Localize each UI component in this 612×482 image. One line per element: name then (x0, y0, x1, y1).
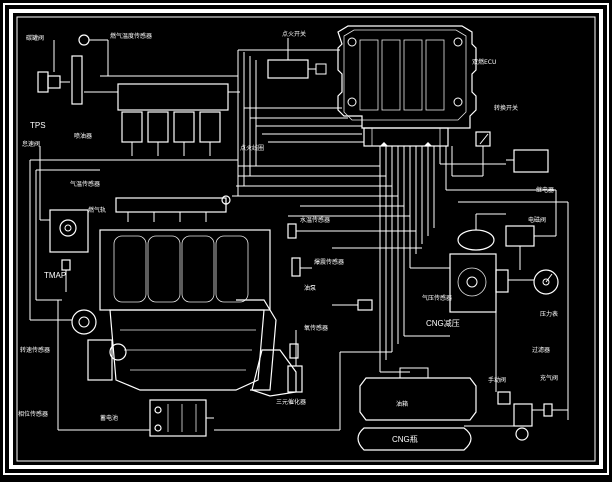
top-fuel-rail (84, 83, 240, 156)
charge-valve-label: 充气阀 (540, 374, 558, 382)
gas-pressure-sensor-label: 气压传感器 (422, 294, 452, 302)
inner-frame (9, 9, 603, 469)
fuel-pump-symbol (332, 299, 373, 311)
cng-reducer-label: CNG减压 (426, 318, 460, 328)
gas-sensor-top-symbol (78, 34, 108, 46)
phase-sensor-label: 相位传感器 (18, 410, 48, 418)
pressure-gauge-symbol (533, 269, 559, 295)
carbon-canister-label: 碳罐阀 (26, 34, 44, 42)
speed-sensor-label: 转速传感器 (20, 346, 50, 354)
ecu-label: 双燃ECU (472, 58, 496, 66)
tmap-label: TMAP (44, 271, 66, 280)
cng-cylinder-symbol (357, 427, 472, 451)
fuel-switch-label: 转换开关 (494, 104, 518, 112)
ignition-switch-label: 点火开关 (282, 30, 306, 38)
gas-temp-sensor-top-label: 燃气温度传感器 (110, 32, 152, 40)
exhaust-system (251, 330, 303, 397)
battery-label: 蓄电池 (100, 414, 118, 422)
coolant-sensor-symbol (287, 223, 332, 239)
knock-sensor-label: 爆震传感器 (314, 258, 344, 266)
fuel-tank-label: 油箱 (396, 400, 408, 408)
relay-symbol (506, 149, 549, 173)
ignition-switch-symbol (267, 38, 327, 79)
tps-label: TPS (30, 121, 46, 130)
gas-valve-label: 电磁阀 (528, 216, 546, 224)
idle-valve-label: 怠速阀 (22, 140, 40, 148)
manual-valve-symbol (497, 391, 553, 441)
outer-frame (3, 3, 609, 475)
manual-valve-label: 手动阀 (488, 376, 506, 384)
wiring-harness (29, 40, 569, 431)
ignition-coil-label: 点火线圈 (240, 144, 264, 152)
gas-rail (115, 195, 231, 222)
ecu-unit (337, 25, 477, 147)
knock-sensor-symbol (291, 257, 312, 277)
coolant-sensor-label: 水温传感器 (300, 216, 330, 224)
injector-label: 喷油器 (74, 132, 92, 140)
fuel-tank-symbol (359, 367, 477, 421)
gas-rail-label: 燃气轨 (88, 206, 106, 214)
cng-tank-label: CNG瓶 (392, 434, 418, 444)
tmap-sensor-symbol (61, 259, 71, 292)
canister-valve-symbol (37, 40, 83, 105)
catalytic-converter-label: 三元催化器 (276, 398, 306, 406)
fuel-pump-label: 油泵 (304, 284, 316, 292)
throttle-body-symbol (39, 146, 89, 253)
filter-label: 过滤器 (532, 346, 550, 354)
oxygen-sensor-label: 氧传感器 (304, 324, 328, 332)
gas-temp-label: 气温传感器 (70, 180, 100, 188)
pressure-gauge-label: 压力表 (540, 310, 558, 318)
drawing-border (16, 16, 596, 462)
fuel-switch-symbol (475, 131, 491, 158)
engine-block (71, 229, 277, 391)
battery-symbol (149, 399, 214, 437)
